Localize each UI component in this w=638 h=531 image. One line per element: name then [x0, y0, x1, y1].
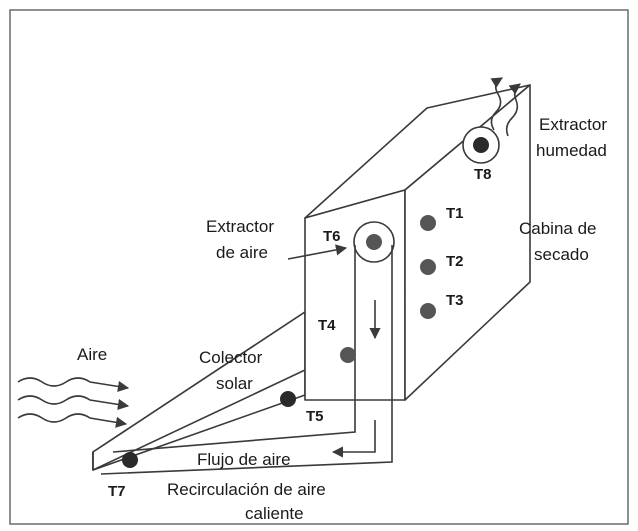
sensor-t4-dot	[340, 347, 356, 363]
sensor-t8-label: T8	[474, 166, 492, 183]
drying-cabinet-label-line2: secado	[534, 245, 589, 264]
sensor-t4-label: T4	[318, 317, 336, 334]
sensor-t2-dot	[420, 259, 436, 275]
recirculation-label-line1: Recirculación de aire	[167, 480, 326, 499]
humidity-extractor-label-line2: humedad	[536, 141, 607, 160]
exhaust-wave-1	[490, 77, 503, 131]
incoming-air-wave-1	[17, 377, 130, 392]
sensor-t8-dot	[473, 137, 489, 153]
solar-collector-label-line2: solar	[216, 374, 253, 393]
air-flow-label: Flujo de aire	[197, 450, 291, 469]
internal-duct	[112, 245, 356, 453]
recirculation-label-line2: caliente	[245, 504, 304, 523]
cabinet-right-face	[404, 84, 531, 401]
air-extractor-pointer	[287, 244, 348, 260]
solar-collector-label-line1: Colector	[199, 348, 263, 367]
air-extractor-label-line1: Extractor	[206, 217, 274, 236]
sensor-t5-dot	[280, 391, 296, 407]
sensor-t3-dot	[420, 303, 436, 319]
exhaust-wave-2	[505, 83, 521, 137]
sensor-t2-label: T2	[446, 253, 464, 270]
sensor-t6-label: T6	[323, 228, 341, 245]
incoming-air-wave-3	[17, 413, 128, 428]
sensor-t3-label: T3	[446, 292, 464, 309]
sensor-t6-dot	[366, 234, 382, 250]
humidity-extractor-label-line1: Extractor	[539, 115, 607, 134]
sensor-t1-label: T1	[446, 205, 464, 222]
air-extractor-label-line2: de aire	[216, 243, 268, 262]
recirculation-path	[100, 245, 393, 475]
sensor-t7-label: T7	[108, 483, 126, 500]
incoming-air-wave-2	[17, 395, 130, 410]
figure-border	[9, 9, 629, 525]
air-flow-return-arrow	[331, 420, 376, 458]
sensor-t7-dot	[122, 452, 138, 468]
air-inlet-label: Aire	[77, 345, 107, 364]
sensor-t5-label: T5	[306, 408, 324, 425]
sensor-t1-dot	[420, 215, 436, 231]
drying-cabinet-label-line1: Cabina de	[519, 219, 597, 238]
